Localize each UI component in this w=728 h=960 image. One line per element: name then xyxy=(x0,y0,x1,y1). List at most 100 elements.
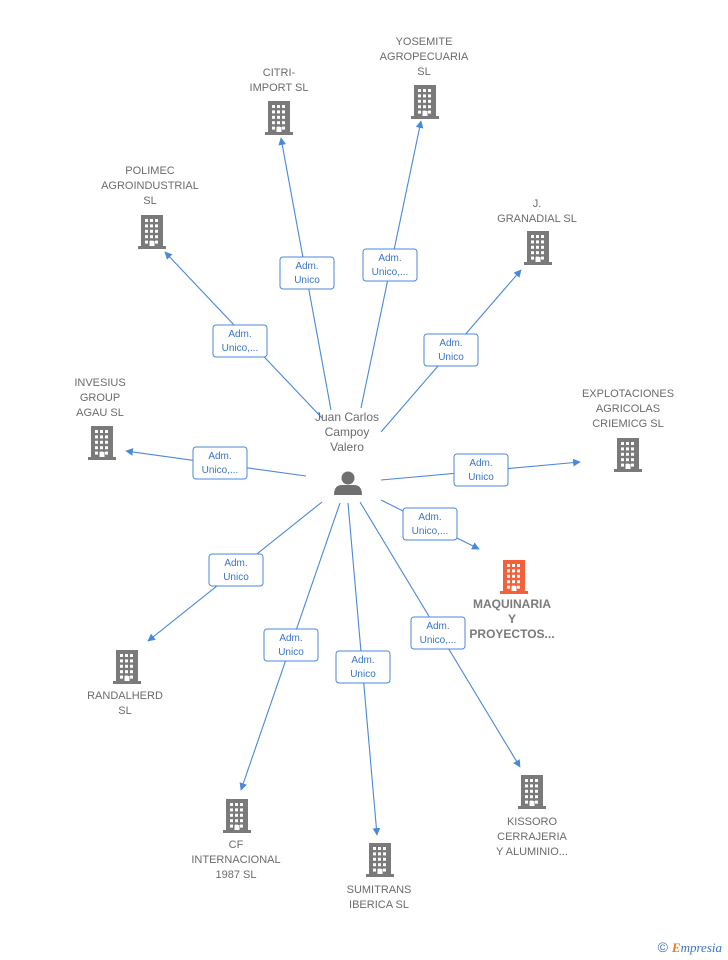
relation-edge-maquinaria: Adm. Unico,... xyxy=(380,499,480,550)
relation-edge-explotaciones: Adm. Unico xyxy=(380,453,581,487)
role-label-box[interactable]: Adm. Unico xyxy=(453,453,509,487)
company-name[interactable]: PROYECTOS... xyxy=(469,627,554,641)
company-name[interactable]: POLIMEC xyxy=(125,165,175,177)
role-label-text: Unico,... xyxy=(222,343,259,354)
role-label-text: Adm. xyxy=(426,621,449,632)
role-label-box[interactable]: Adm.Unico xyxy=(208,553,264,587)
building-icon[interactable] xyxy=(411,85,439,119)
role-label-text: Adm. xyxy=(469,458,492,469)
company-name[interactable]: AGRICOLAS xyxy=(596,403,660,415)
empresia-logo[interactable]: ©Empresia xyxy=(657,939,722,955)
company-node-kissoro[interactable]: KISSORO CERRAJERIA Y ALUMINIO... xyxy=(496,775,568,858)
role-label-text: Unico xyxy=(278,647,304,658)
company-name[interactable]: AGROINDUSTRIAL xyxy=(101,180,199,192)
role-label-text: Adm. xyxy=(378,253,401,264)
company-name[interactable]: CITRI- xyxy=(263,67,296,79)
relation-edge-granadial: Adm. Unico xyxy=(380,269,522,433)
person-name[interactable]: Campoy xyxy=(325,425,370,439)
copyright-icon: © xyxy=(657,939,668,955)
relation-edge-kissoro: Adm. Unico,... xyxy=(359,501,521,768)
company-node-granadial[interactable]: J. GRANADIAL SL xyxy=(497,198,577,265)
company-node-maquinaria[interactable]: MAQUINARIAYPROYECTOS... xyxy=(469,560,555,641)
relation-edge-invesius: Adm. Unico,... xyxy=(125,446,307,480)
company-node-explotaciones[interactable]: EXPLOTACIONES AGRICOLAS CRIEMICG SL xyxy=(582,388,674,472)
role-label-text: Unico,... xyxy=(372,267,409,278)
building-icon[interactable] xyxy=(113,650,141,684)
role-label-box[interactable]: Adm. Unico,... xyxy=(362,248,418,282)
role-label-box[interactable]: Adm. Unico xyxy=(335,650,391,684)
building-icon[interactable] xyxy=(524,231,552,265)
company-name[interactable]: CRIEMICG SL xyxy=(592,418,664,430)
role-label-box[interactable]: Adm. Unico xyxy=(279,256,335,290)
role-label-text: Unico,... xyxy=(202,465,239,476)
person-name[interactable]: Valero xyxy=(330,440,364,454)
company-name[interactable]: SL xyxy=(118,705,131,717)
building-icon[interactable] xyxy=(500,560,528,594)
role-label-text: Unico xyxy=(438,352,464,363)
company-node-yosemite[interactable]: YOSEMITE AGROPECUARIA SL xyxy=(380,36,469,119)
company-name[interactable]: Y ALUMINIO... xyxy=(496,846,568,858)
building-icon[interactable] xyxy=(265,101,293,135)
company-name[interactable]: AGAU SL xyxy=(76,407,124,419)
building-icon[interactable] xyxy=(518,775,546,809)
role-label-box[interactable]: Adm. Unico,... xyxy=(402,507,458,541)
company-name[interactable]: INVESIUS xyxy=(74,377,125,389)
role-label-text: Adm. xyxy=(351,655,374,666)
company-name[interactable]: YOSEMITE xyxy=(396,36,453,48)
building-icon[interactable] xyxy=(88,426,116,460)
role-label-text: Unico,... xyxy=(420,635,457,646)
company-node-citri[interactable]: CITRI- IMPORT SL xyxy=(250,67,309,135)
company-name[interactable]: INTERNACIONAL xyxy=(191,854,280,866)
company-name[interactable]: GROUP xyxy=(80,392,120,404)
company-name[interactable]: RANDALHERD xyxy=(87,690,163,702)
company-name[interactable]: J. xyxy=(533,198,542,210)
role-label-box[interactable]: Adm. Unico,... xyxy=(192,446,248,480)
company-name[interactable]: CERRAJERIA xyxy=(497,831,567,843)
company-name[interactable]: IBERICA SL xyxy=(349,899,409,911)
company-node-sumitrans[interactable]: SUMITRANS IBERICA SL xyxy=(347,843,412,911)
relation-edge-cf: Adm. Unico xyxy=(239,502,341,791)
company-node-polimec[interactable]: POLIMEC AGROINDUSTRIAL SL xyxy=(101,165,199,249)
role-label-box[interactable]: Adm. Unico,... xyxy=(212,324,268,358)
company-name[interactable]: GRANADIAL SL xyxy=(497,213,577,225)
company-name[interactable]: 1987 SL xyxy=(216,869,257,881)
company-name[interactable]: CF xyxy=(229,839,244,851)
role-label-box[interactable]: Adm. Unico,... xyxy=(410,616,466,650)
person-name[interactable]: Juan Carlos xyxy=(315,410,379,424)
role-label-text: Unico xyxy=(468,472,494,483)
role-label-text: Unico xyxy=(294,275,320,286)
company-name[interactable]: MAQUINARIA xyxy=(473,597,551,611)
role-label-text: Unico,... xyxy=(412,526,449,537)
company-name[interactable]: SL xyxy=(143,195,156,207)
company-node-invesius[interactable]: INVESIUS GROUP AGAU SL xyxy=(74,377,126,460)
role-label-text: Adm. xyxy=(228,329,251,340)
company-name[interactable]: KISSORO xyxy=(507,816,558,828)
company-name[interactable]: AGROPECUARIA xyxy=(380,51,469,63)
company-name[interactable]: SUMITRANS xyxy=(347,884,412,896)
relation-edge-randalherd: Adm.Unico xyxy=(147,501,323,642)
relation-edge-yosemite: Adm. Unico,... xyxy=(360,120,424,409)
company-name[interactable]: Y xyxy=(508,612,516,626)
role-label-text: Adm. xyxy=(439,338,462,349)
person-icon xyxy=(334,471,362,495)
company-name[interactable]: SL xyxy=(417,66,430,78)
role-label-text: Adm. xyxy=(208,451,231,462)
role-label-text: Unico xyxy=(350,669,376,680)
role-label-text: Adm. xyxy=(295,261,318,272)
building-icon[interactable] xyxy=(614,438,642,472)
relation-edge-citri: Adm. Unico xyxy=(278,137,335,411)
company-name[interactable]: IMPORT SL xyxy=(250,82,309,94)
company-node-randalherd[interactable]: RANDALHERD SL xyxy=(87,650,163,717)
role-label-box[interactable]: Adm. Unico xyxy=(263,628,319,662)
building-icon[interactable] xyxy=(223,799,251,833)
building-icon[interactable] xyxy=(138,215,166,249)
role-label-text: Adm. xyxy=(418,512,441,523)
role-label-box[interactable]: Adm. Unico xyxy=(423,333,479,367)
company-node-cf[interactable]: CF INTERNACIONAL 1987 SL xyxy=(191,799,281,881)
building-icon[interactable] xyxy=(366,843,394,877)
relation-edge-sumitrans: Adm. Unico xyxy=(335,502,391,836)
role-label-text: Adm. xyxy=(279,633,302,644)
company-name[interactable]: EXPLOTACIONES xyxy=(582,388,674,400)
